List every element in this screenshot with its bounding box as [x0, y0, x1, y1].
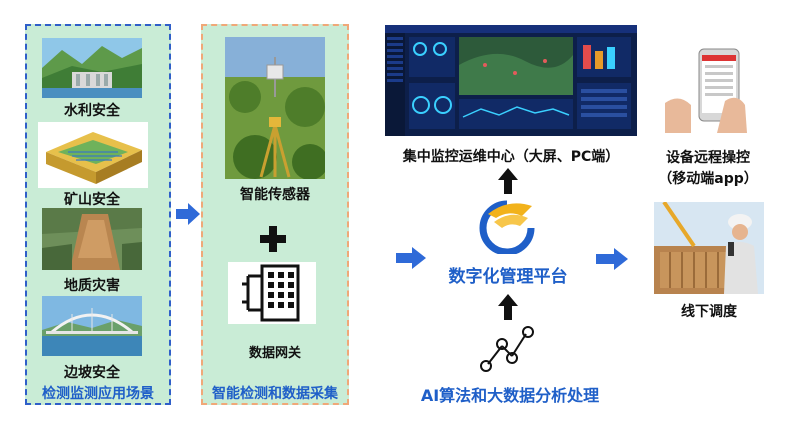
bridge-image [42, 296, 142, 356]
scenario-label-water: 水利安全 [64, 103, 120, 119]
analytics-label: AI算法和大数据分析处理 [420, 386, 600, 405]
platform-logo-icon [479, 200, 535, 254]
dispatch-label: 线下调度 [681, 304, 737, 320]
arrow-right-icon [396, 247, 426, 269]
dashboard-screen-image [385, 25, 637, 136]
sensor-image [225, 37, 325, 179]
arrow-right-icon [596, 248, 628, 270]
arrow-up-icon [498, 168, 518, 194]
dispatch-worker-image [654, 200, 764, 294]
scenario-panel-title: 检测监测应用场景 [42, 386, 154, 402]
plus-icon [260, 226, 286, 252]
analytics-network-icon [480, 326, 534, 372]
remote-control-label: 设备远程操控 （移动端app） [658, 150, 758, 187]
monitor-center-label: 集中监控运维中心（大屏、PC端） [402, 149, 620, 165]
landslide-image [42, 208, 142, 270]
platform-name: 数字化管理平台 [448, 267, 568, 287]
collection-panel-title: 智能检测和数据采集 [212, 386, 338, 402]
mobile-app-image [665, 43, 747, 133]
sensor-label: 智能传感器 [240, 187, 310, 203]
gateway-image [228, 262, 316, 324]
mine-image [38, 122, 148, 188]
scenario-label-geohazard: 地质灾害 [64, 278, 120, 294]
gateway-label: 数据网关 [248, 346, 301, 361]
arrow-up-icon [498, 294, 518, 320]
scenario-label-mine: 矿山安全 [64, 192, 120, 208]
scenario-label-slope: 边坡安全 [64, 365, 120, 381]
water-dam-image [42, 38, 142, 98]
arrow-right-icon [176, 203, 200, 225]
